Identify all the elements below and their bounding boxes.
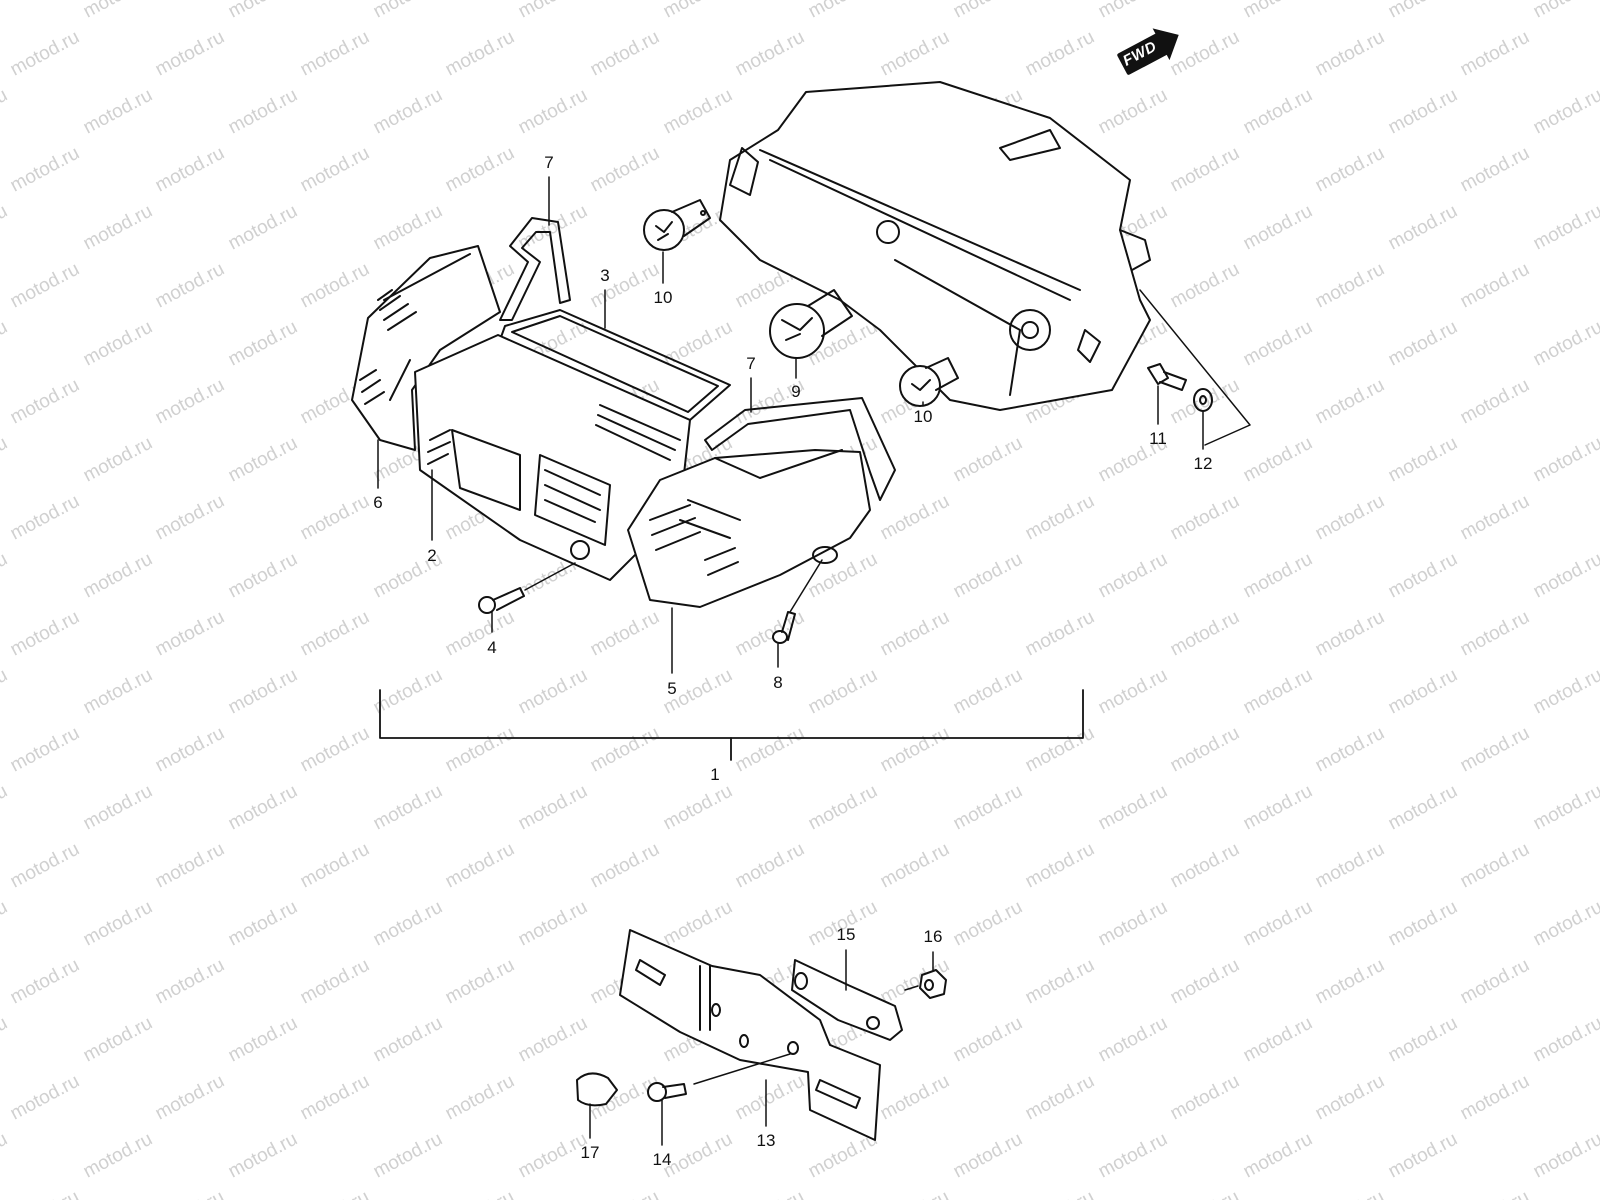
callout-13: 13 bbox=[756, 1131, 776, 1150]
screw-4 bbox=[478, 562, 576, 614]
callout-5: 5 bbox=[667, 679, 677, 698]
lower-leader-lines bbox=[589, 949, 934, 1146]
assembly-bracket-1 bbox=[379, 689, 1084, 739]
screw-8 bbox=[772, 559, 823, 644]
callout-2: 2 bbox=[427, 546, 437, 565]
callout-10: 10 bbox=[653, 288, 673, 307]
callout-7: 7 bbox=[746, 354, 756, 373]
callout-4: 4 bbox=[487, 638, 497, 657]
license-bracket-13 bbox=[619, 929, 881, 1141]
callout-9: 9 bbox=[791, 382, 801, 401]
lamp-base-housing bbox=[719, 81, 1151, 411]
bracket-plate-15 bbox=[791, 959, 903, 1041]
bulb-10-right bbox=[899, 357, 959, 407]
callout-10: 10 bbox=[913, 407, 933, 426]
nut-16 bbox=[904, 969, 947, 999]
callout-15: 15 bbox=[836, 925, 856, 944]
callout-14: 14 bbox=[652, 1150, 672, 1169]
callout-11: 11 bbox=[1149, 429, 1167, 448]
callout-17: 17 bbox=[580, 1143, 600, 1162]
callout-6: 6 bbox=[373, 493, 383, 512]
bulb-10-left bbox=[643, 199, 711, 251]
bulb-9 bbox=[769, 289, 853, 359]
callout-8: 8 bbox=[773, 673, 783, 692]
callout-12: 12 bbox=[1193, 454, 1213, 473]
right-lens-5 bbox=[627, 449, 871, 608]
callout-3: 3 bbox=[600, 266, 610, 285]
callout-16: 16 bbox=[923, 927, 943, 946]
washer-12 bbox=[1193, 388, 1213, 412]
callout-7: 7 bbox=[544, 153, 554, 172]
assembly-guide-line bbox=[1139, 289, 1251, 446]
cushion-17 bbox=[576, 1072, 618, 1107]
gasket-7-right bbox=[704, 397, 896, 501]
bolt-11 bbox=[1147, 363, 1187, 391]
screw-14 bbox=[647, 1053, 791, 1102]
callout-1: 1 bbox=[710, 765, 720, 784]
left-lens-6 bbox=[351, 245, 501, 451]
gasket-7-left bbox=[499, 217, 571, 321]
leader-lines bbox=[377, 176, 1204, 674]
